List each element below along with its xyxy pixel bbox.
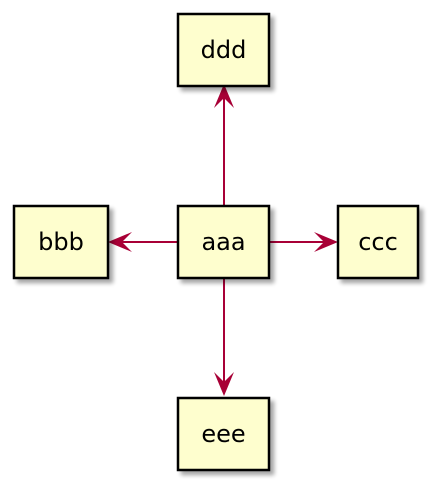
edges-group (108, 84, 338, 396)
node-ddd-label: ddd (201, 36, 247, 64)
node-aaa-label: aaa (201, 228, 245, 256)
nodes-group: ddd bbb aaa ccc eee (12, 12, 420, 472)
node-eee[interactable]: eee (176, 396, 271, 472)
edge-aaa-eee (214, 279, 234, 396)
node-bbb-label: bbb (38, 228, 84, 256)
node-ccc-label: ccc (358, 228, 398, 256)
node-eee-label: eee (201, 420, 245, 448)
edge-aaa-ccc (268, 232, 338, 252)
node-aaa[interactable]: aaa (176, 204, 271, 280)
edge-aaa-ddd (214, 84, 234, 205)
node-bbb[interactable]: bbb (12, 204, 110, 280)
edge-aaa-bbb (108, 232, 178, 252)
node-ddd[interactable]: ddd (176, 12, 271, 88)
node-ccc[interactable]: ccc (336, 204, 420, 280)
